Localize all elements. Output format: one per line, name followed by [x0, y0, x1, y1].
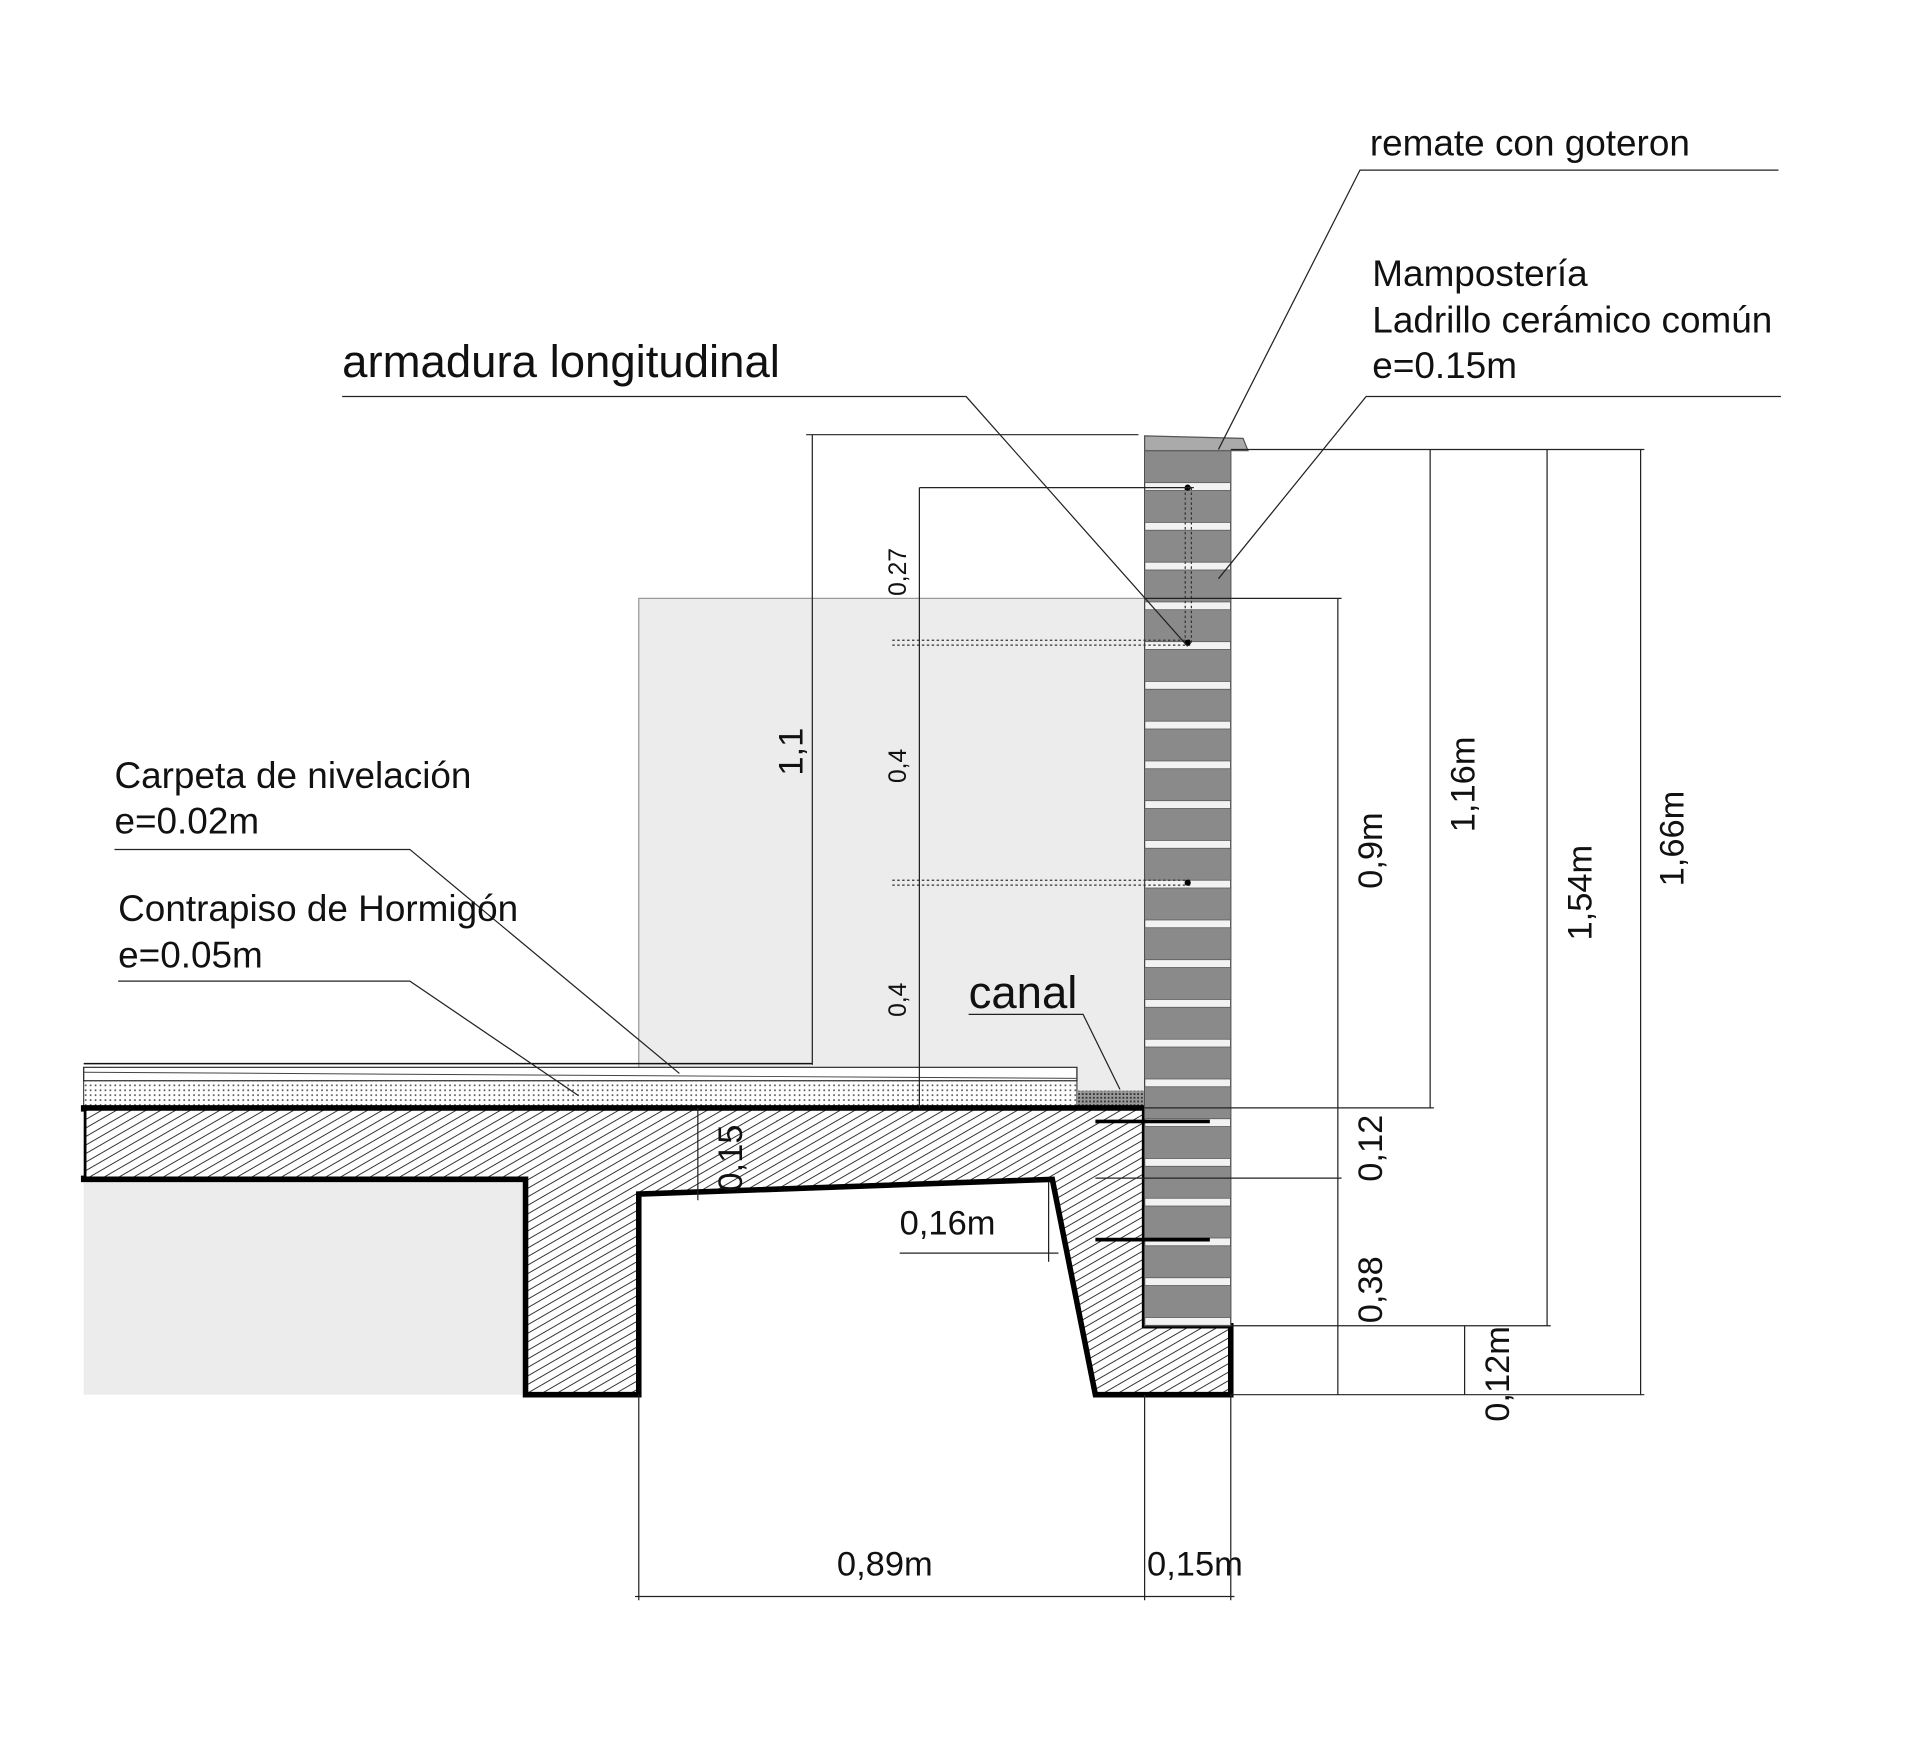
brick-course	[1144, 688, 1232, 722]
brick-course	[1144, 450, 1232, 484]
contrapiso-layer	[83, 1080, 1078, 1108]
label-armadura: armadura longitudinal	[342, 336, 780, 387]
brick-course	[1144, 1006, 1232, 1040]
brick-wall	[1144, 450, 1232, 1327]
brick-course	[1144, 847, 1232, 881]
brick-course	[1144, 1046, 1232, 1080]
brick-course	[1144, 609, 1232, 643]
brick-course	[1144, 967, 1232, 1000]
dim-0-9m: 0,9m	[1352, 812, 1390, 889]
brick-course	[1144, 1245, 1232, 1279]
dim-1-16m: 1,16m	[1444, 736, 1482, 832]
label-carpeta: Carpeta de nivelación	[114, 755, 471, 796]
dim-0-4-lower: 0,4	[885, 983, 912, 1017]
label-carpeta-espesor: e=0.02m	[114, 800, 259, 841]
brick-course	[1144, 649, 1232, 682]
brick-course	[1144, 1126, 1232, 1159]
label-remate: remate con goteron	[1370, 122, 1690, 163]
floor-layers	[83, 1062, 1145, 1108]
label-espesor-muro: e=0.15m	[1372, 345, 1517, 386]
brick-course	[1144, 490, 1232, 523]
dim-0-12m: 0,12m	[1479, 1326, 1517, 1422]
dim-0-38: 0,38	[1352, 1256, 1390, 1323]
label-mamposteria: Mampostería	[1372, 253, 1588, 294]
brick-course	[1144, 887, 1232, 921]
brick-course	[1144, 529, 1232, 563]
leader-lines	[114, 169, 1781, 1097]
label-canal: canal	[969, 967, 1078, 1018]
brick-course	[1144, 1205, 1232, 1239]
label-contrapiso-espesor: e=0.05m	[118, 935, 263, 976]
brick-course	[1144, 1086, 1232, 1120]
brick-course	[1144, 569, 1232, 603]
wall-cap-drip	[1144, 435, 1249, 452]
dim-1-54m: 1,54m	[1561, 845, 1599, 941]
lower-background-panel	[83, 1179, 526, 1395]
dim-0-12: 0,12	[1352, 1115, 1390, 1182]
canal-fill	[1076, 1090, 1145, 1108]
dim-0-16m: 0,16m	[900, 1205, 996, 1243]
dim-1-1: 1,1	[772, 728, 810, 776]
dim-0-27: 0,27	[885, 548, 912, 596]
brick-course	[1144, 808, 1232, 841]
brick-course	[1144, 768, 1232, 802]
dim-0-89m: 0,89m	[837, 1546, 933, 1584]
dim-1-66m: 1,66m	[1654, 791, 1692, 887]
brick-course	[1144, 1165, 1232, 1199]
label-ladrillo: Ladrillo cerámico común	[1372, 300, 1772, 341]
label-contrapiso: Contrapiso de Hormigón	[118, 888, 518, 929]
brick-course	[1144, 927, 1232, 961]
dim-0-15: 0,15	[712, 1125, 750, 1192]
longitudinal-rebar	[892, 487, 1192, 886]
brick-course	[1144, 1285, 1232, 1318]
dim-0-15m: 0,15m	[1147, 1546, 1243, 1584]
dim-0-4-upper: 0,4	[885, 749, 912, 783]
brick-course	[1144, 728, 1232, 762]
dimension-lines	[635, 434, 1645, 1601]
parapet-background-panel	[638, 597, 1146, 1109]
